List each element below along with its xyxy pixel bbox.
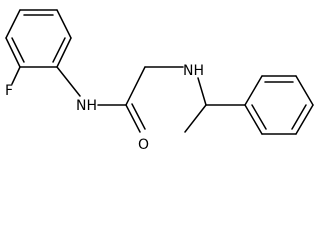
ring-bond (5, 37, 21, 68)
fluorophenyl-ring (5, 9, 72, 68)
ring-bond (295, 104, 314, 135)
ring-bond (56, 9, 72, 39)
ring-bond (244, 75, 263, 106)
ring-double-bond (52, 37, 66, 63)
amide-nh-label: NH (76, 98, 97, 114)
carbonyl-double-bond-inner (131, 103, 146, 130)
carbonyl-ch2-bond (125, 66, 146, 106)
ch-methyl-bond (184, 104, 207, 133)
n-ch-bond (197, 77, 207, 106)
fluorine-label: F (5, 83, 13, 99)
carbonyl-oxygen-label: O (138, 137, 149, 151)
ring-bond (56, 37, 72, 68)
ring-bond (295, 75, 314, 106)
ring-bond (5, 9, 21, 39)
carbonyl-double-bond (125, 104, 141, 133)
molecule-structure-diagram: F NH O NH (5, 9, 314, 151)
ring-double-bond (251, 104, 267, 130)
c-f-bond (11, 66, 21, 85)
amine-nh-label: NH (183, 63, 204, 79)
ring-double-bond (11, 37, 25, 63)
phenyl-ring (244, 75, 314, 135)
ring-n-bond (56, 66, 81, 97)
ring-bond (244, 104, 263, 135)
ring-double-bond (291, 104, 307, 130)
